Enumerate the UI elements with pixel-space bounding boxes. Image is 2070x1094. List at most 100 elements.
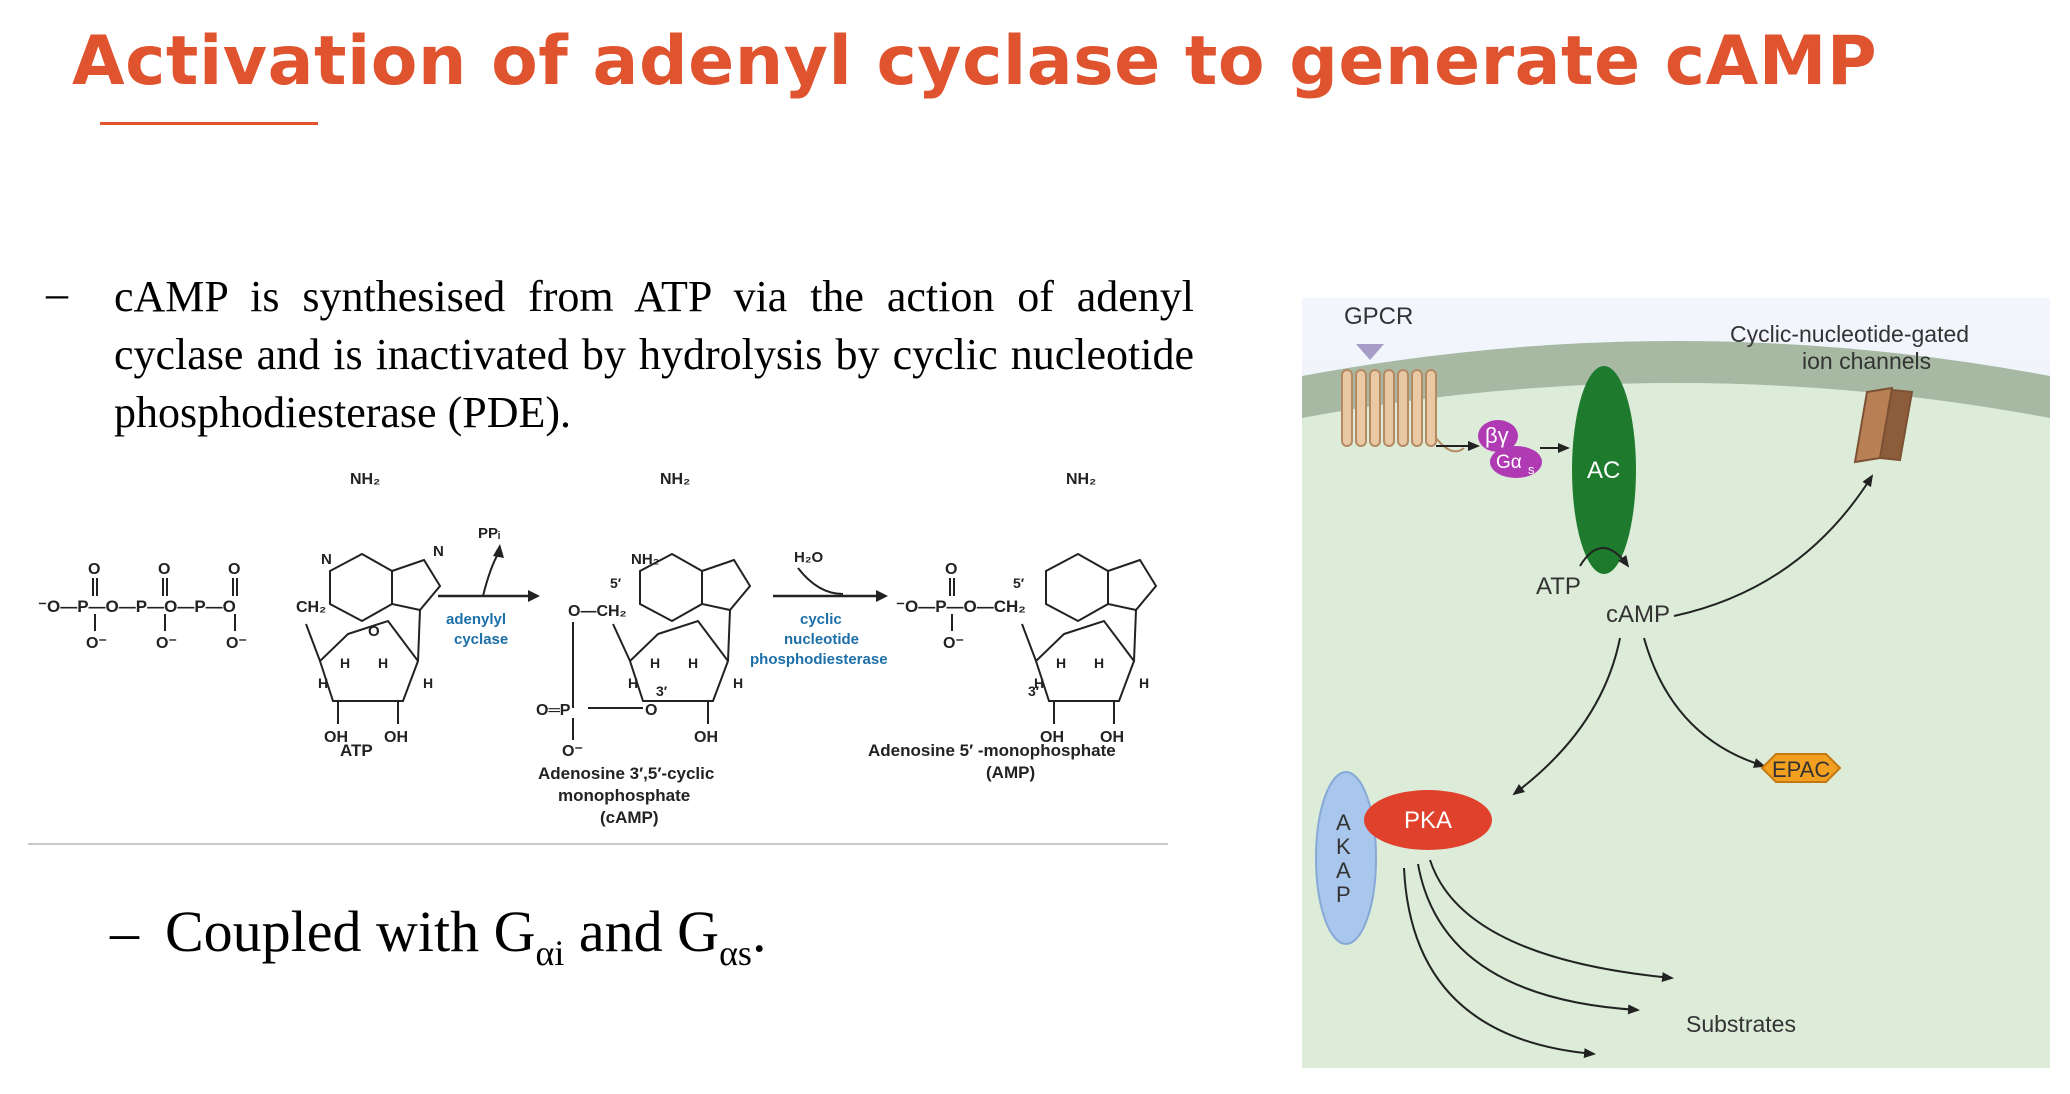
camp-ominus: O⁻ (562, 743, 583, 760)
amp-adenine-six-ring (1045, 552, 1109, 623)
g-alpha-label: Gα (1496, 452, 1522, 473)
amp-h: H (1056, 655, 1066, 671)
beta-gamma-label: βγ (1485, 423, 1509, 448)
atp-oh-3: OH (384, 729, 408, 746)
camp-oh: OH (694, 729, 718, 746)
atp-name: ATP (340, 741, 373, 760)
camp-adenine-five-ring (701, 558, 752, 612)
camp-op: O═P (536, 702, 571, 719)
camp-o-link: O (645, 702, 657, 719)
atp-nh2: NH₂ (350, 471, 380, 488)
akap-protein (1315, 771, 1377, 945)
camp-h: H (733, 675, 743, 691)
cng-channels-label-1: Cyclic-nucleotide-gated (1730, 321, 1969, 347)
amp-oh-3: OH (1040, 729, 1064, 746)
g-alpha-i-sub: αi (535, 933, 565, 973)
atp-oh-2: OH (324, 729, 348, 746)
pde-label-1: cyclic (800, 611, 842, 628)
atp-h: H (423, 675, 433, 691)
substrates-label: Substrates (1686, 1011, 1796, 1037)
g-alpha-s-subunit (1490, 446, 1542, 478)
akap-letter-k: K (1336, 834, 1351, 859)
camp-label: cAMP (1606, 601, 1670, 628)
ac-label: AC (1587, 457, 1620, 484)
pka-label: PKA (1404, 807, 1452, 834)
camp-h: H (628, 675, 638, 691)
camp-h: H (650, 655, 660, 671)
ligand-triangle-icon (1356, 344, 1384, 360)
amp-adenine-five-ring (1107, 558, 1158, 612)
atp-h: H (340, 655, 350, 671)
amp-h: H (1094, 655, 1104, 671)
amp-ribose-ring (1034, 619, 1136, 702)
bullet-coupling: –Coupled with Gαi and Gαs. (110, 898, 766, 974)
akap-letter-p: P (1336, 882, 1351, 907)
atp-ring-n: N (433, 543, 444, 560)
beta-gamma-subunit (1478, 420, 1518, 452)
ion-channel-icon (1853, 386, 1914, 464)
camp-ribose-ring (628, 619, 730, 702)
amp-oh-2: OH (1100, 729, 1124, 746)
ppi-label: PPᵢ (478, 525, 500, 542)
camp-5prime: 5′ (610, 575, 622, 591)
amp-3prime: 3′ (1028, 683, 1040, 699)
camp-ring-n: NH₂ (631, 551, 659, 568)
amp-name-line2: (AMP) (986, 763, 1035, 782)
camp-name-line1: Adenosine 3′,5′-cyclic (538, 764, 714, 783)
coupling-prefix: Coupled with G (165, 899, 536, 964)
adenylyl-cyclase-label-2: cyclase (454, 631, 508, 648)
cytoplasm (1302, 383, 2050, 1068)
amp-name-line1: Adenosine 5′ -monophosphate (868, 741, 1116, 760)
g-alpha-s-sub: αs (719, 933, 752, 973)
amp-h: H (1139, 675, 1149, 691)
atp-label: ATP (1536, 573, 1581, 600)
pde-label-3: phosphodiesterase (750, 651, 888, 668)
plasma-membrane (1302, 341, 2050, 418)
epac-label: EPAC (1772, 757, 1830, 782)
cng-channels-label-2: ion channels (1802, 348, 1931, 374)
atp-ch2: CH₂ (296, 599, 326, 616)
camp-reaction-figure: ⁻O—P—O—P—O—P—O O O O O⁻ O⁻ O⁻ CH₂ NH₂ N … (28, 471, 1168, 845)
amp-p-oxygen: O (945, 561, 957, 578)
bullet-marker: – (110, 899, 139, 964)
atp-adenine-six-ring (329, 552, 393, 623)
atp-h: H (318, 675, 328, 691)
atp-p-oxygen-1: O (88, 561, 100, 578)
atp-p-oxygen-3: O (228, 561, 240, 578)
atp-phosphate-chain: ⁻O—P—O—P—O—P—O (38, 597, 236, 616)
adenylyl-cyclase (1572, 366, 1636, 574)
camp-o-ch2: O—CH₂ (568, 603, 627, 620)
amp-nh2: NH₂ (1066, 471, 1096, 488)
epac-protein (1760, 753, 1842, 783)
akap-letter-a: A (1336, 810, 1351, 835)
h2o-label: H₂O (794, 549, 823, 566)
title-underline (100, 122, 318, 125)
amp-h: H (1034, 675, 1044, 691)
coupling-middle: and G (564, 899, 720, 964)
atp-p-oxygen-2: O (158, 561, 170, 578)
camp-name-line2: monophosphate (558, 786, 690, 805)
pde-label-2: nucleotide (784, 631, 859, 648)
gpcr-receptor-icon (1341, 369, 1437, 447)
camp-3prime: 3′ (656, 683, 668, 699)
amp-5prime: 5′ (1013, 575, 1025, 591)
atp-ring-n: N (321, 551, 332, 568)
bullet-marker: – (46, 269, 68, 318)
atp-ring-o: O (368, 623, 380, 640)
camp-nh2: NH₂ (660, 471, 690, 488)
bullet-text: cAMP is synthesised from ATP via the act… (114, 272, 1194, 437)
slide-title: Activation of adenyl cyclase to generate… (72, 22, 1878, 101)
atp-h: H (378, 655, 388, 671)
atp-p-ominus-3: O⁻ (226, 635, 247, 652)
atp-p-ominus-1: O⁻ (86, 635, 107, 652)
atp-p-ominus-2: O⁻ (156, 635, 177, 652)
adenylyl-cyclase-label-1: adenylyl (446, 611, 506, 628)
g-alpha-sub-label: s (1528, 462, 1535, 477)
pka-protein (1364, 790, 1492, 850)
camp-h: H (688, 655, 698, 671)
coupling-suffix: . (751, 899, 767, 964)
atp-adenine-five-ring (391, 558, 442, 612)
amp-p-ominus: O⁻ (943, 635, 964, 652)
amp-phosphate: ⁻O—P—O—CH₂ (896, 597, 1026, 616)
camp-name-line3: (cAMP) (600, 808, 659, 827)
